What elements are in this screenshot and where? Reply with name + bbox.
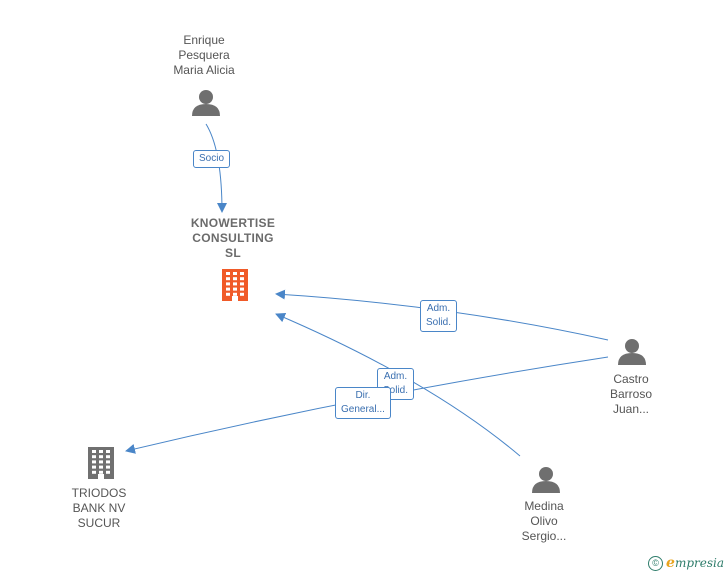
building-icon-knowertise[interactable]: [222, 269, 248, 301]
edge-label-castro-triodos[interactable]: Dir. General...: [335, 387, 391, 419]
person-icon-castro[interactable]: [618, 339, 646, 365]
node-label-line: Enrique: [183, 33, 225, 47]
node-label-line: Pesquera: [178, 48, 230, 62]
edge-enrique-to-knowertise: [205, 123, 227, 213]
building-icon-triodos[interactable]: [88, 447, 114, 479]
edge-label-line: Socio: [199, 153, 225, 164]
node-label-line: Olivo: [530, 514, 558, 528]
node-label-line: Juan...: [612, 402, 650, 416]
edge-label-castro-knowertise[interactable]: Adm. Solid.: [420, 300, 458, 332]
edge-label-line: Solid.: [383, 385, 409, 396]
person-icon-enrique[interactable]: [192, 90, 220, 116]
node-label-line: Castro: [613, 372, 649, 386]
edge-label-line: Solid.: [426, 317, 452, 328]
node-label-line: SL: [225, 246, 241, 260]
footer-brand[interactable]: © empresia: [648, 555, 724, 571]
brand-logo: empresia: [666, 555, 724, 571]
node-label-line: KNOWERTISE: [190, 216, 276, 230]
node-label-line: Barroso: [609, 387, 653, 401]
copyright-icon: ©: [648, 555, 664, 571]
node-label-line: Sergio...: [521, 529, 567, 543]
edge-label-line: General...: [341, 404, 385, 415]
node-label-line: SUCUR: [77, 516, 121, 530]
edge-label-enrique-knowertise[interactable]: Socio: [193, 150, 231, 168]
node-label-line: BANK NV: [72, 501, 126, 515]
node-label-line: CONSULTING: [192, 231, 274, 245]
edge-label-line: Dir.: [355, 390, 371, 401]
edge-label-line: Adm.: [383, 371, 408, 382]
node-label-line: TRIODOS: [71, 486, 127, 500]
node-label-line: Maria Alicia: [173, 63, 235, 77]
edge-label-line: Adm.: [426, 303, 451, 314]
node-label-line: Medina: [524, 499, 564, 513]
person-icon-medina[interactable]: [532, 467, 560, 493]
